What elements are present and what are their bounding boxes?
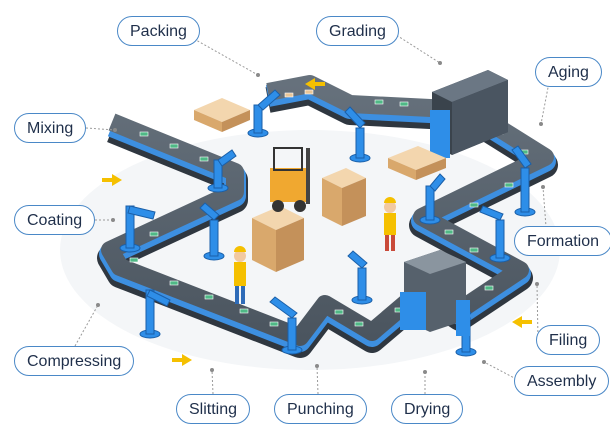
flow-arrow <box>172 354 192 366</box>
robot-arm <box>247 89 281 138</box>
label-grading: Grading <box>316 16 399 46</box>
box-stack <box>252 206 304 272</box>
direction-arrows <box>102 78 532 366</box>
flow-arrow <box>305 78 325 90</box>
label-aging: Aging <box>535 57 602 87</box>
label-formation: Formation <box>514 226 610 256</box>
label-drying: Drying <box>391 394 464 424</box>
flow-arrow <box>512 316 532 328</box>
assembly-machine <box>400 250 470 336</box>
worker <box>234 246 246 304</box>
robot-arm <box>207 149 237 193</box>
robot-arm <box>344 106 371 163</box>
workers <box>234 197 396 304</box>
robot-arm <box>139 289 171 339</box>
label-packing: Packing <box>117 16 200 46</box>
robot-arm <box>479 205 511 263</box>
robot-arm <box>199 202 225 261</box>
label-slitting: Slitting <box>176 394 251 424</box>
label-coating: Coating <box>14 205 96 235</box>
robot-arm <box>347 250 373 305</box>
label-assembly: Assembly <box>514 366 610 396</box>
label-filing: Filing <box>536 325 601 355</box>
robot-arm <box>269 296 303 355</box>
aging-chamber <box>430 70 508 158</box>
worker <box>384 197 396 251</box>
robot-arm <box>119 205 156 253</box>
robot-arm <box>511 145 536 217</box>
box-stack <box>322 168 366 226</box>
label-punching: Punching <box>274 394 367 424</box>
box-stack <box>388 146 446 180</box>
box-stack <box>194 98 250 132</box>
label-compressing: Compressing <box>14 346 135 376</box>
box-stacks <box>194 98 446 272</box>
flow-arrow <box>102 174 122 186</box>
forklift <box>270 147 310 212</box>
robot-arm <box>419 173 446 225</box>
label-mixing: Mixing <box>14 113 87 143</box>
